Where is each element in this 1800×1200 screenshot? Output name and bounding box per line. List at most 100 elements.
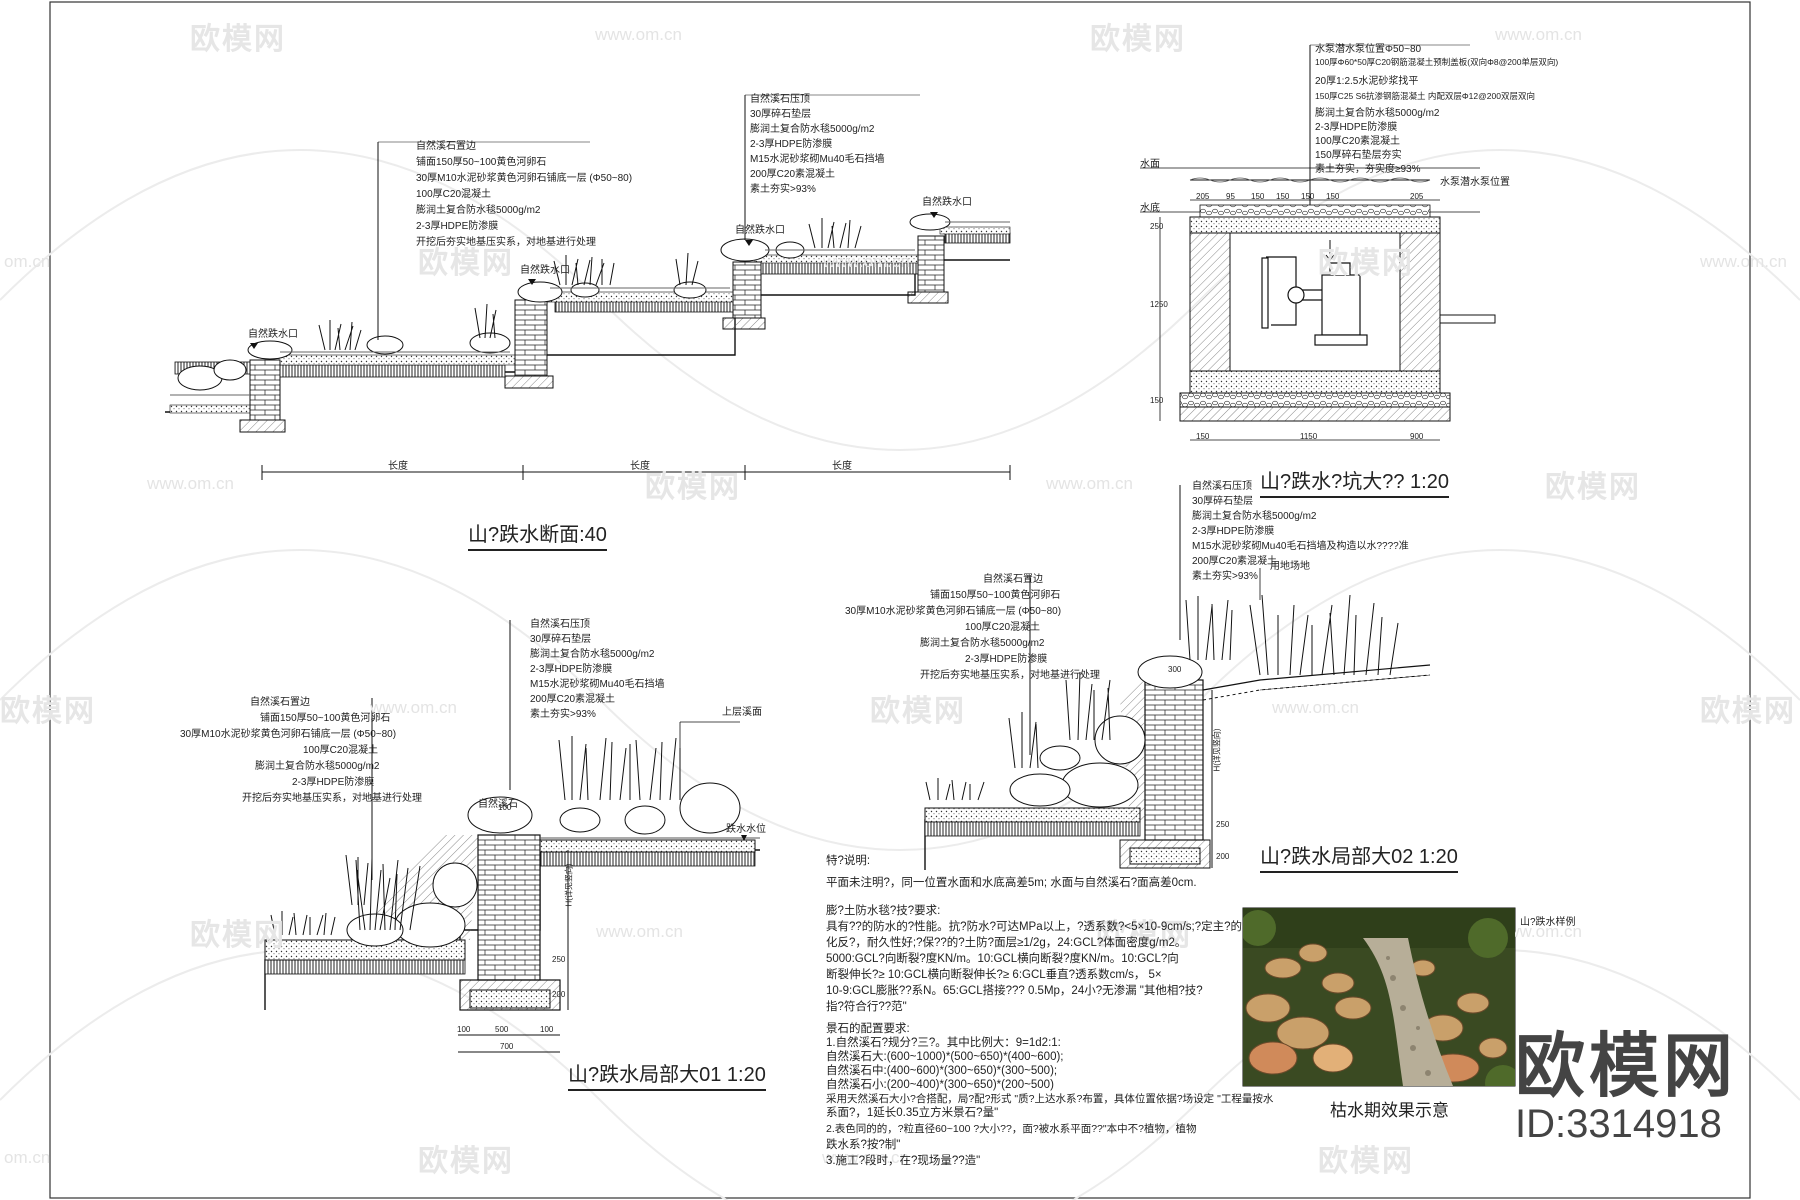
pit-section-title: 山?跌水?坑大?? 1:20 [1260,465,1449,498]
callout-label: 自然溪石压顶 [530,619,590,630]
watermark-url: www.om.cn [370,698,457,717]
callout-label: 自然溪石置边 [983,574,1043,585]
callout-label: 2-3厚HDPE防渗膜 [1315,122,1398,133]
notes-line: 跌水系?按?制" [826,1139,901,1151]
callout-label: 素土夯实>93% [530,709,596,720]
notes-line: 10-9:GCL膨胀??系N。65:GCL搭接??? 0.5Mp，24小?无渗漏… [826,985,1203,997]
watermark-url: www.om.cn [1495,25,1582,44]
callout-label: 膨润土复合防水毯5000g/m2 [750,124,875,135]
dimension-label: 150 [1150,396,1164,405]
callout-label: 铺面150厚50~100黄色河卵石 [416,157,547,168]
watermark-url: www.om.cn [1495,922,1582,941]
callout-label: 100厚Φ60*50厚C20钢筋混凝土预制盖板(双向Φ8@200单层双向) [1315,57,1559,67]
dimension-label: 1250 [1150,300,1168,309]
notes-line: 指?符合行??范" [826,1001,907,1013]
dimension-label: 150 [1251,192,1265,201]
marker-label: 上层溪面 [722,707,762,718]
marker-label: 自然跌水口 [735,225,785,236]
pit-section-drawing [1140,44,1496,441]
detail-01-drawing [264,620,760,1053]
callout-label: 100厚C20混凝土 [416,189,492,200]
notes-line: 采用天然溪石大小?合搭配，局?配?形式 "质?上达水系?布置，具体位置依据?场设… [826,1093,1274,1105]
dimension-label: 150 [1301,192,1315,201]
watermark-url: www.om.cn [147,474,234,493]
photo-label: 山?跌水样例 [1520,917,1576,928]
dry-stream-photo [1243,908,1515,1086]
callout-label: 铺面150厚50~100黄色河卵石 [930,590,1061,601]
dimension-label: 95 [1226,192,1235,201]
callout-label: 2-3厚HDPE防渗膜 [1192,526,1275,537]
dimension-label: 长度 [388,461,408,472]
callout-label: 30厚M10水泥砂浆黄色河卵石铺底一层 (Φ50~80) [416,173,633,184]
callout-label: 开挖后夯实地基压实系，对地基进行处理 [416,237,596,248]
watermark-url: www.om.cn [1700,252,1787,271]
detail-01-title: 山?跌水局部大01 1:20 [568,1058,766,1091]
dimension-label: 1150 [1300,432,1318,441]
notes-line: 系面?，1延长0.35立方米景石?量" [826,1107,999,1119]
marker-label: 自然溪石 [478,799,518,810]
watermark-logo: 欧模网 [645,471,741,504]
dimension-label: 250 [1150,222,1164,231]
notes-line: 断裂伸长?≥ 10:GCL横向断裂伸长?≥ 6:GCL垂直?透系数cm/s， 5… [826,969,1162,981]
callout-label: 素土夯实>93% [1192,571,1258,582]
dimension-label: 200 [552,990,566,999]
callout-label: 30厚M10水泥砂浆黄色河卵石铺底一层 (Φ50~80) [180,729,397,740]
dimension-label: 100 [498,803,512,812]
callout-label: 自然溪石置边 [416,141,476,152]
notes-line: 具有??的防水的?性能。抗?防水?可达MPa以上，?透系数?<5×10-9cm/… [826,921,1243,933]
detail-02-title: 山?跌水局部大02 1:20 [1260,840,1458,873]
callout-label: M15水泥砂浆砌Mu40毛石挡墙 [530,679,665,690]
callout-label: 200厚C20素混凝土 [750,169,836,180]
watermark-logo: 欧模网 [190,23,286,56]
notes-line: 3.施工?段时，在?现场量??造" [826,1155,981,1167]
notes-line: 化反?，耐久性好;?保??的?土防?面层≥1/2g，24:GCL?体面密度g/m… [826,937,1187,949]
watermark-logo: 欧模网 [1545,471,1641,504]
dimension-label: 100 [457,1025,471,1034]
watermark-url: www.om.cn [1272,698,1359,717]
callout-label: 自然溪石压顶 [750,94,810,105]
dimension-label: 长度 [630,461,650,472]
callout-label: 2-3厚HDPE防渗膜 [416,221,499,232]
callout-label: 30厚M10水泥砂浆黄色河卵石铺底一层 (Φ50~80) [845,606,1062,617]
watermark-logo: 欧模网 [870,695,966,728]
callout-label: 膨润土复合防水毯5000g/m2 [530,649,655,660]
dimension-label: 700 [500,1042,514,1051]
watermark-logo: 欧模网 [0,695,96,728]
watermark-url: om.cn [4,1148,51,1167]
notes-line: 1.自然溪石?规分?三?。其中比例大：9=1d2:1: [826,1037,1061,1049]
notes-line: 自然溪石大:(600~1000)*(500~650)*(400~600); [826,1051,1064,1063]
watermark-url: www.om.cn [595,25,682,44]
pit-side-label: 水面 [1140,159,1160,170]
callout-label: 素土夯实>93% [750,184,816,195]
watermark-url: www.om.cn [1046,474,1133,493]
callout-label: 20厚1:2.5水泥砂浆找平 [1315,76,1419,87]
callout-label: M15水泥砂浆砌Mu40毛石挡墙 [750,154,885,165]
dimension-label: H(详见竖向) [1212,728,1222,772]
dimension-label: 900 [1410,432,1424,441]
dimension-label: 250 [552,955,566,964]
marker-label: 自然跌水口 [248,329,298,340]
notes-heading: 景石的配置要求: [826,1023,910,1035]
dimension-label: 100 [540,1025,554,1034]
callout-label: 自然溪石置边 [250,697,310,708]
watermark-logo: 欧模网 [1318,1145,1414,1178]
notes-heading: 特?说明: [826,855,871,867]
notes-line: 5000:GCL?向断裂?度KN/m。10:GCL横向断裂?度KN/m。10:G… [826,953,1179,965]
callout-label: M15水泥砂浆砌Mu40毛石挡墙及构造以水????准 [1192,541,1409,552]
dimension-label: 250 [1216,820,1230,829]
dimension-label: 200 [1216,852,1230,861]
callout-label: 膨润土复合防水毯5000g/m2 [416,205,541,216]
marker-label: 自然跌水口 [520,265,570,276]
callout-label: 素土夯实，夯实度≥93% [1315,164,1421,175]
watermark-url: www.om.cn [596,922,683,941]
callout-label: 200厚C20素混凝土 [530,694,616,705]
brand-logo-text: 欧模网 [1515,1027,1737,1105]
callout-label: 2-3厚HDPE防渗膜 [530,664,613,675]
main-section-drawing [165,94,1011,480]
dimension-label: 150 [1196,432,1210,441]
notes-line: 2.表色同的的，?粒直径60~100 ?大小??，面?被水系平面??"本中不?植… [826,1123,1197,1135]
main-section-title: 山?跌水断面:40 [468,518,607,551]
callout-label: 水泵潜水泵位置Φ50~80 [1315,44,1422,55]
callout-label: 膨润土复合防水毯5000g/m2 [1192,511,1317,522]
marker-label: 用地场地 [1270,561,1310,572]
